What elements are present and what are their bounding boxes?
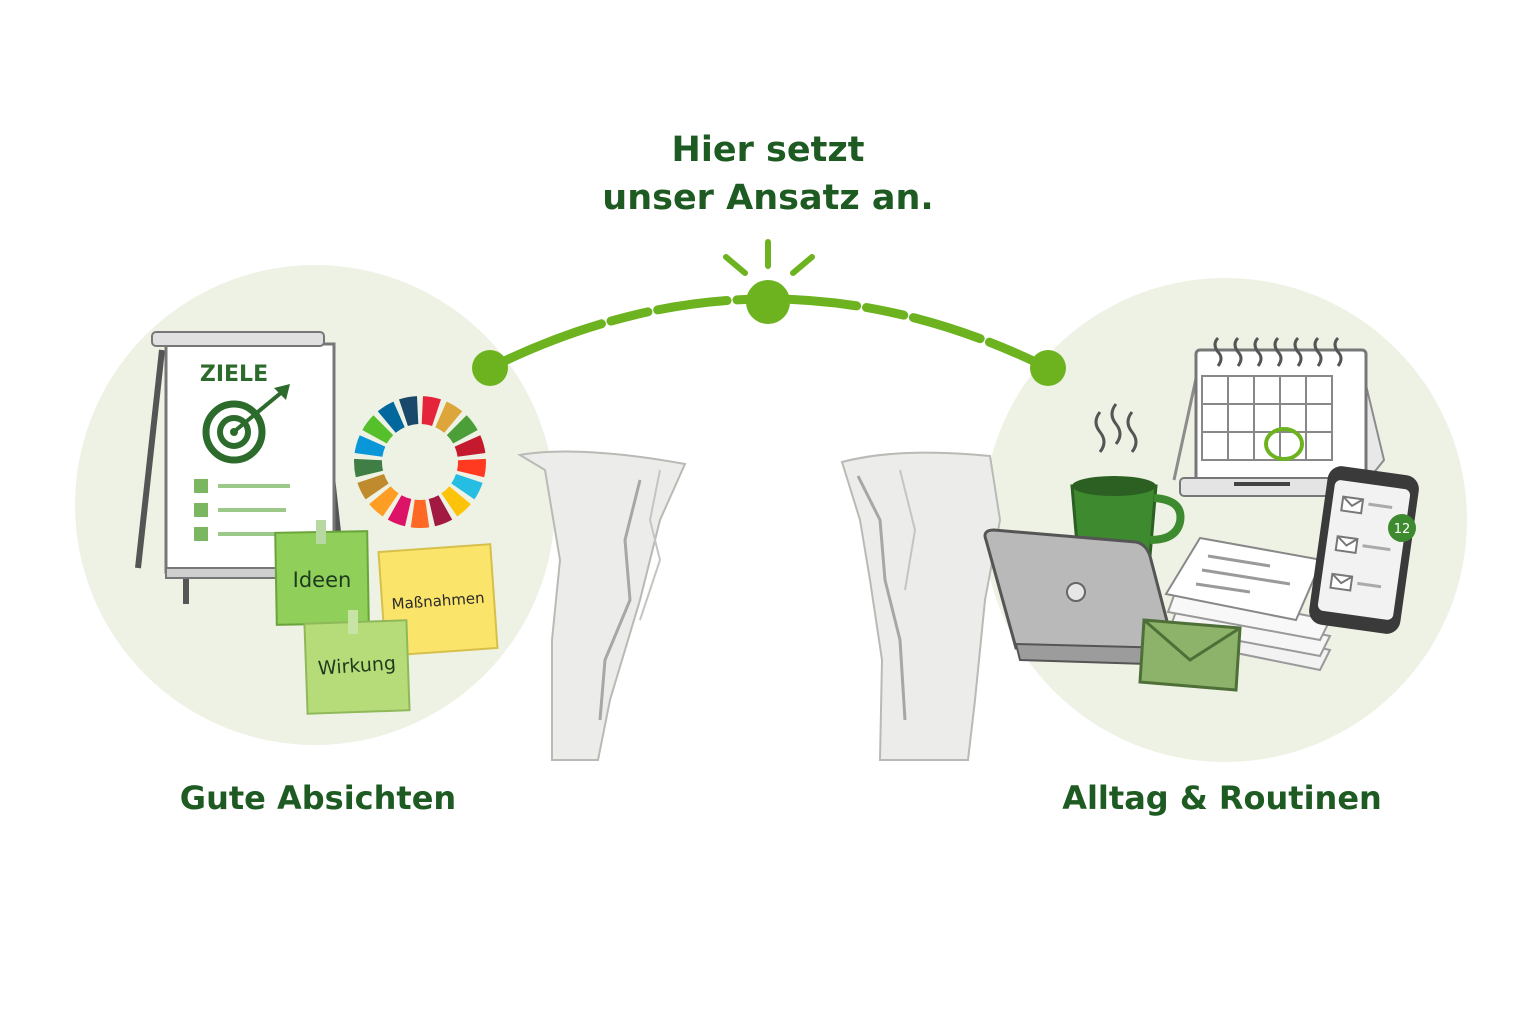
sdg-wheel-segment — [387, 495, 412, 527]
sdg-wheel-segment — [428, 495, 453, 527]
sdg-wheel-segment — [454, 435, 486, 457]
sdg-wheel-segment — [362, 415, 394, 444]
right-cliff-icon — [840, 451, 1002, 761]
sdg-wheel-segment — [399, 396, 419, 426]
smartphone-icon: 12 — [1309, 466, 1419, 634]
sdg-wheel-segment — [435, 401, 463, 433]
sticky-note-ideas: Ideen — [274, 520, 370, 626]
target-icon — [202, 384, 290, 464]
mail-icon — [1329, 495, 1393, 592]
sdg-wheel-segment — [410, 499, 430, 529]
headline-line-1: Hier setzt — [671, 130, 865, 170]
sdg-wheel-segment — [357, 474, 389, 500]
note-ideas-text: Ideen — [293, 568, 352, 592]
headline: Hier setzt unser Ansatz an. — [518, 126, 1018, 222]
notification-badge — [1388, 514, 1416, 542]
center-light-dot — [746, 280, 790, 324]
right-endpoint-dot — [1030, 350, 1066, 386]
sdg-wheel-icon — [354, 396, 486, 529]
laptop-icon — [983, 528, 1180, 666]
left-endpoint-dot — [472, 350, 508, 386]
sdg-wheel-segment — [377, 401, 405, 433]
sticky-note-impact: Wirkung — [303, 610, 411, 715]
document-stack-icon — [1164, 536, 1332, 672]
sdg-wheel-segment — [354, 458, 383, 478]
note-impact-text: Wirkung — [317, 652, 396, 679]
envelope-icon — [1138, 618, 1242, 692]
flipchart-title: ZIELE — [200, 362, 268, 387]
sdg-wheel-segment — [369, 486, 399, 517]
light-rays-icon — [723, 239, 815, 276]
sticky-note-measures: Maßnahmen — [377, 543, 499, 657]
calendar-icon — [1172, 336, 1386, 497]
checkbox-icon — [194, 479, 290, 541]
right-caption: Alltag & Routinen — [1062, 779, 1382, 817]
left-caption: Gute Absichten — [179, 779, 457, 817]
bridge-arc — [472, 239, 1066, 386]
sdg-wheel-segment — [457, 458, 486, 478]
sdg-wheel-segment — [441, 486, 471, 517]
sdg-wheel-segment — [354, 435, 386, 457]
left-cliff-icon — [517, 450, 687, 761]
notification-count: 12 — [1394, 522, 1411, 537]
sdg-wheel-segment — [446, 415, 478, 444]
sdg-wheel-segment — [421, 396, 441, 426]
sdg-wheel-segment — [451, 474, 483, 500]
headline-line-2: unser Ansatz an. — [602, 178, 934, 218]
calendar-highlight-icon — [1264, 427, 1304, 461]
